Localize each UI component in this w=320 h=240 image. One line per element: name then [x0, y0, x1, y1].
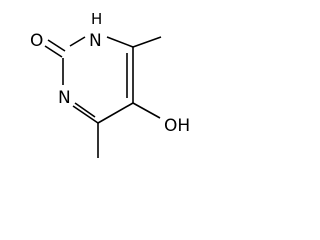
atom-ring-nitrogen: N	[58, 88, 71, 108]
atom-hydroxyl: OH	[164, 116, 190, 136]
bond-n1-c6	[106, 36, 134, 48]
atom-oxygen-carbonyl: O	[30, 31, 43, 51]
bond-c4-n3-outer	[72, 105, 99, 124]
atom-nh-nitrogen: N	[89, 31, 102, 51]
molecule-structure: O N H N OH	[30, 10, 190, 158]
atom-nh-hydrogen: H	[91, 10, 102, 28]
bond-c5-oh	[132, 102, 161, 119]
bond-c6-methyl	[132, 36, 162, 48]
bond-c5-c4	[97, 102, 134, 124]
bond-c4-n3-inner	[74, 102, 96, 118]
bond-c2-o-a	[44, 45, 63, 58]
bond-c2-o-b	[47, 39, 66, 52]
bond-c2-n1	[69, 36, 86, 47]
